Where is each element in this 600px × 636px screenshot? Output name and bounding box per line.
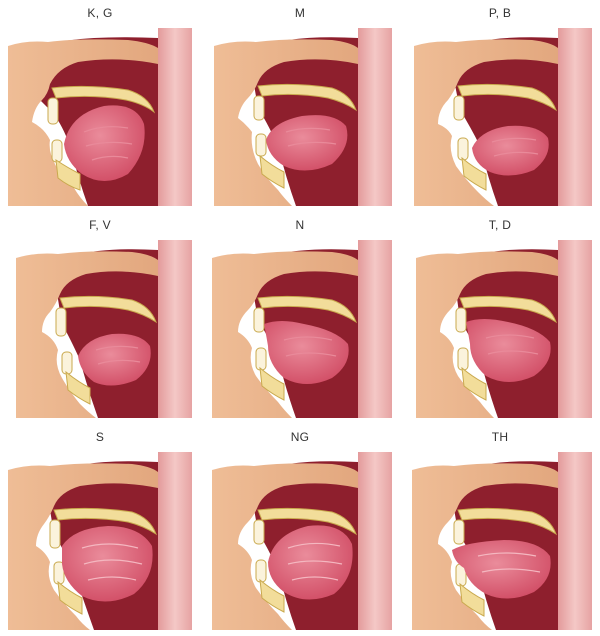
panel-m: M bbox=[200, 0, 400, 212]
tongue-tip-ridge-icon bbox=[408, 240, 592, 418]
sound-label: N bbox=[200, 218, 400, 232]
lips-pressed-icon bbox=[408, 28, 592, 206]
lips-closed-icon bbox=[208, 28, 392, 206]
panel-th: TH bbox=[400, 424, 600, 636]
tongue-near-ridge-icon bbox=[8, 452, 192, 630]
sound-label: P, B bbox=[400, 6, 600, 20]
panel-s: S bbox=[0, 424, 200, 636]
panel-t-d: T, D bbox=[400, 212, 600, 424]
sound-label: S bbox=[0, 430, 200, 444]
panel-f-v: F, V bbox=[0, 212, 200, 424]
tongue-back-raised-icon bbox=[8, 28, 192, 206]
sound-label: TH bbox=[400, 430, 600, 444]
panel-k-g: K, G bbox=[0, 0, 200, 212]
sound-label: NG bbox=[200, 430, 400, 444]
sound-label: M bbox=[200, 6, 400, 20]
panel-ng: NG bbox=[200, 424, 400, 636]
lip-teeth-contact-icon bbox=[8, 240, 192, 418]
sound-label: T, D bbox=[400, 218, 600, 232]
panel-n: N bbox=[200, 212, 400, 424]
tongue-between-teeth-icon bbox=[408, 452, 592, 630]
tongue-back-velum-icon bbox=[208, 452, 392, 630]
panel-p-b: P, B bbox=[400, 0, 600, 212]
sound-label: F, V bbox=[0, 218, 200, 232]
sound-label: K, G bbox=[0, 6, 200, 20]
tongue-tip-ridge-icon bbox=[208, 240, 392, 418]
